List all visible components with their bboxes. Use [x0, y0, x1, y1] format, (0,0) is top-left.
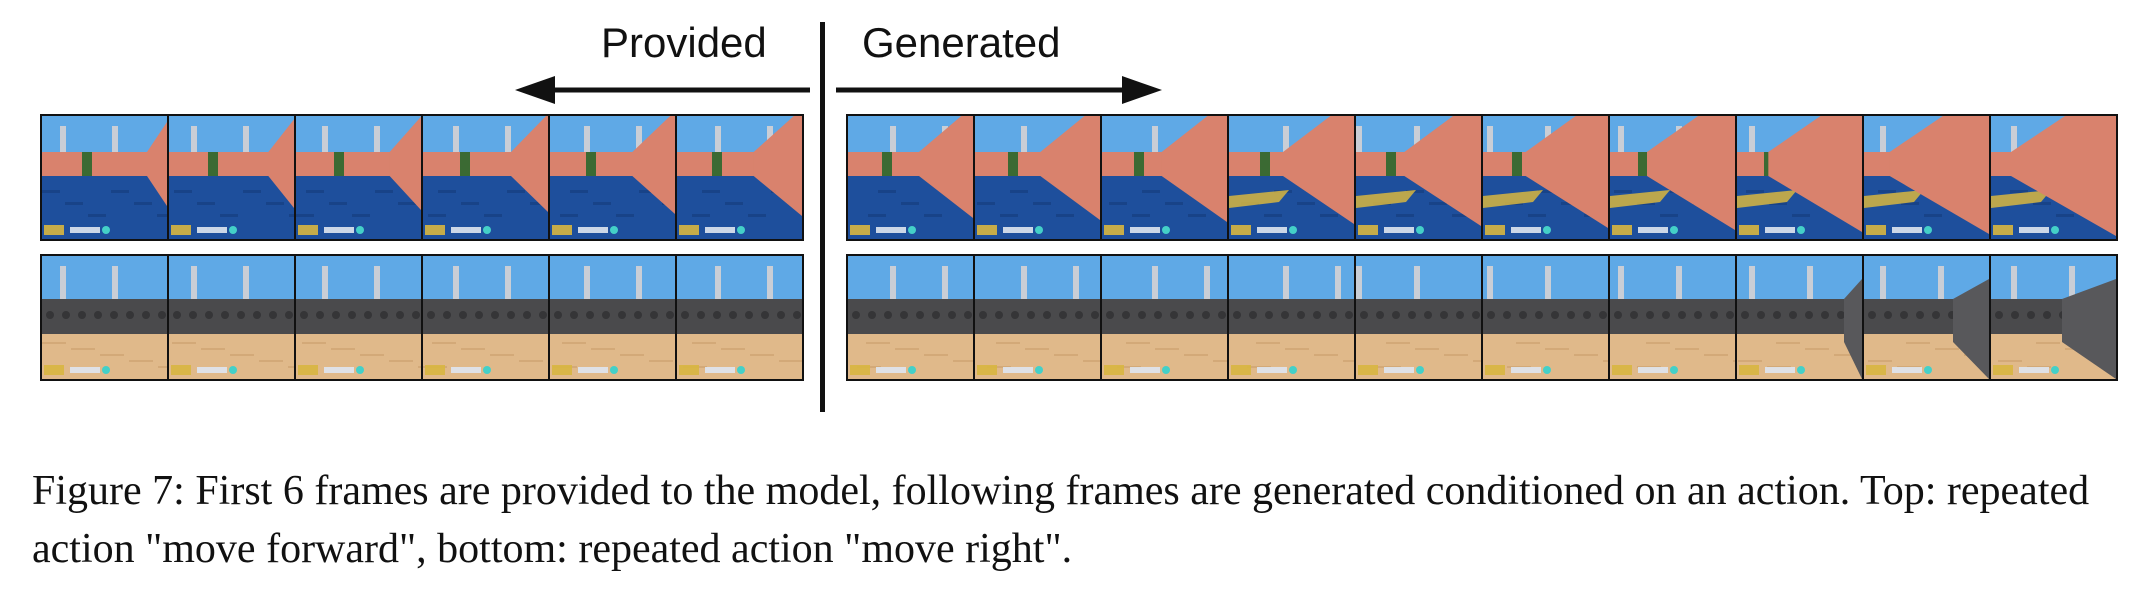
bottom-provided-frames — [40, 254, 804, 381]
bottom-frame-12 — [1483, 256, 1608, 379]
bottom-generated-frames — [846, 254, 2118, 381]
bottom-frame-10 — [1229, 256, 1354, 379]
figure-caption: Figure 7: First 6 frames are provided to… — [32, 468, 2090, 572]
bottom-frame-15 — [1864, 256, 1989, 379]
right-arrow-icon — [836, 76, 1162, 104]
bottom-frame-9 — [1102, 256, 1227, 379]
bottom-frame-1 — [42, 256, 167, 379]
bottom-frame-16 — [1991, 256, 2116, 379]
top-frame-12 — [1483, 116, 1608, 239]
provided-generated-divider — [820, 22, 825, 412]
top-frame-13 — [1610, 116, 1735, 239]
bottom-frame-2 — [169, 256, 294, 379]
bottom-frame-4 — [423, 256, 548, 379]
top-generated-frames — [846, 114, 2118, 241]
generated-label: Generated — [862, 19, 1061, 66]
bottom-frame-7 — [848, 256, 973, 379]
bottom-frame-8 — [975, 256, 1100, 379]
bottom-frame-13 — [1610, 256, 1735, 379]
bottom-frame-6 — [677, 256, 802, 379]
top-frame-16 — [1991, 116, 2116, 239]
top-provided-frames — [40, 114, 804, 241]
top-frame-3 — [296, 116, 421, 239]
top-frame-7 — [848, 116, 973, 239]
bottom-frame-11 — [1356, 256, 1481, 379]
top-frame-4 — [423, 116, 548, 239]
left-arrow-icon — [515, 76, 810, 104]
top-frame-2 — [169, 116, 294, 239]
top-frame-15 — [1864, 116, 1989, 239]
top-frame-10 — [1229, 116, 1354, 239]
bottom-frame-3 — [296, 256, 421, 379]
bottom-frame-5 — [550, 256, 675, 379]
top-frame-5 — [550, 116, 675, 239]
provided-label: Provided — [601, 19, 767, 66]
top-frame-9 — [1102, 116, 1227, 239]
top-frame-14 — [1737, 116, 1862, 239]
top-frame-1 — [42, 116, 167, 239]
bottom-frame-14 — [1737, 256, 1862, 379]
top-frame-11 — [1356, 116, 1481, 239]
top-frame-6 — [677, 116, 802, 239]
top-frame-8 — [975, 116, 1100, 239]
